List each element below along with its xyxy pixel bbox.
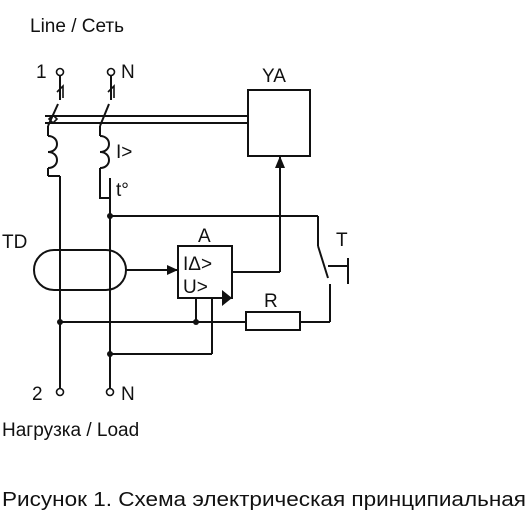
ya-label: YA xyxy=(262,66,286,87)
terminal-n-top xyxy=(106,67,116,77)
terminal-label-n-top: N xyxy=(121,62,135,83)
resistor-label: R xyxy=(264,291,278,312)
terminal-label-1: 1 xyxy=(36,62,47,83)
overcurrent-label: I> xyxy=(116,142,132,163)
load-label: Нагрузка / Load xyxy=(2,420,139,441)
ya-release xyxy=(247,89,311,157)
undervoltage-label: U> xyxy=(183,277,208,298)
amplifier-label: A xyxy=(198,226,211,247)
terminal-2-bottom xyxy=(55,387,65,397)
thermal-label: t° xyxy=(116,180,129,201)
terminal-1-top xyxy=(55,67,65,77)
terminal-label-n-bottom: N xyxy=(121,384,135,405)
td-transformer xyxy=(33,249,127,291)
supply-label: Line / Сеть xyxy=(30,16,124,37)
test-button xyxy=(317,245,349,322)
figure-caption: Рисунок 1. Схема электрическая принципиа… xyxy=(2,489,526,511)
ya-arrow xyxy=(275,156,285,168)
terminal-n-bottom xyxy=(105,387,115,397)
resistor xyxy=(245,311,301,331)
breaker-linkage xyxy=(45,113,248,125)
terminal-label-2: 2 xyxy=(32,384,43,405)
residual-current-label: IΔ> xyxy=(183,254,212,275)
test-button-label: T xyxy=(336,230,348,251)
td-label: TD xyxy=(2,232,27,253)
